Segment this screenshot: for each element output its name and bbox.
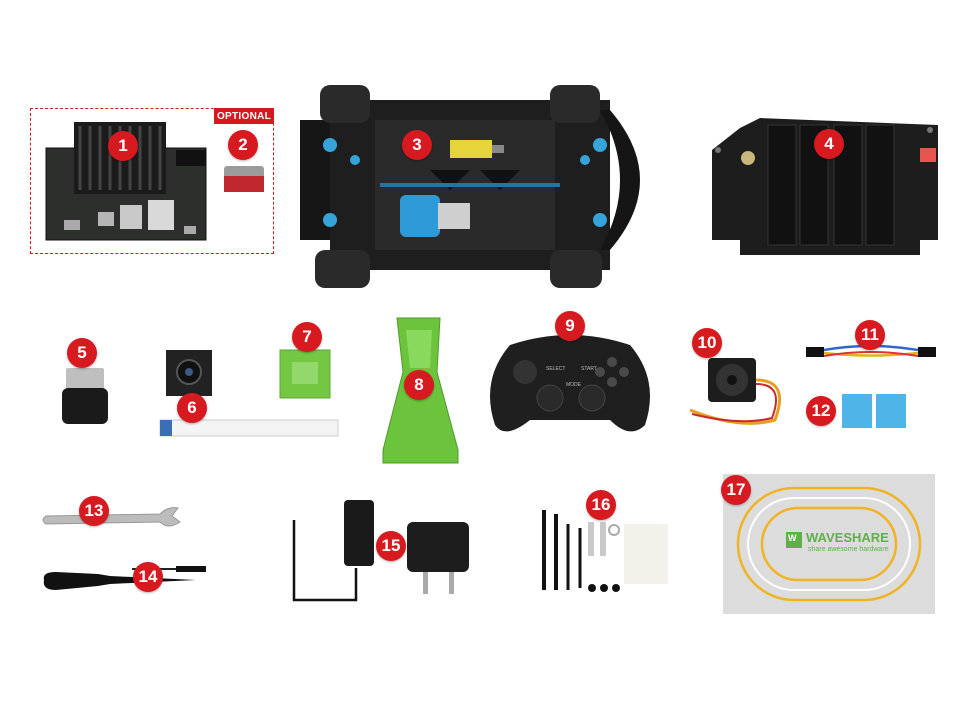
mat-logo-letters: W (788, 533, 797, 543)
camera-module (159, 350, 339, 437)
screwdrivers (43, 566, 206, 590)
gamepad-select-label: SELECT (546, 366, 566, 372)
screws-and-standoffs (542, 510, 668, 592)
badge-17: 17 (721, 475, 751, 505)
jetson-nano-board (45, 122, 207, 241)
gamepad-mode-label: MODE (566, 382, 581, 388)
badge-15: 15 (376, 531, 406, 561)
badge-10: 10 (692, 328, 722, 358)
badge-4: 4 (814, 129, 844, 159)
car-chassis (300, 85, 640, 288)
badge-6: 6 (177, 393, 207, 423)
usb-wifi-dongle (62, 368, 108, 424)
green-bracket-small (279, 349, 331, 399)
power-adapter (292, 500, 469, 602)
badge-3: 3 (402, 130, 432, 160)
thermal-pads (842, 394, 906, 428)
sd-card (224, 166, 264, 192)
badge-8: 8 (404, 370, 434, 400)
optional-tag: OPTIONAL (214, 108, 274, 124)
gamepad (490, 335, 650, 432)
wrench (42, 507, 181, 527)
cooling-fan (689, 358, 782, 425)
optional-frame (30, 108, 274, 254)
badge-9: 9 (555, 311, 585, 341)
badge-7: 7 (292, 322, 322, 352)
track-mat (723, 474, 935, 614)
mat-slogan: share awesome hardware (808, 546, 889, 553)
badge-14: 14 (133, 562, 163, 592)
badge-16: 16 (586, 490, 616, 520)
badge-13: 13 (79, 496, 109, 526)
badge-5: 5 (67, 338, 97, 368)
badge-12: 12 (806, 396, 836, 426)
badge-11: 11 (855, 320, 885, 350)
badge-2: 2 (228, 130, 258, 160)
badge-1: 1 (108, 131, 138, 161)
mat-brand: WAVESHARE (806, 530, 889, 545)
gamepad-start-label: START (581, 366, 597, 372)
